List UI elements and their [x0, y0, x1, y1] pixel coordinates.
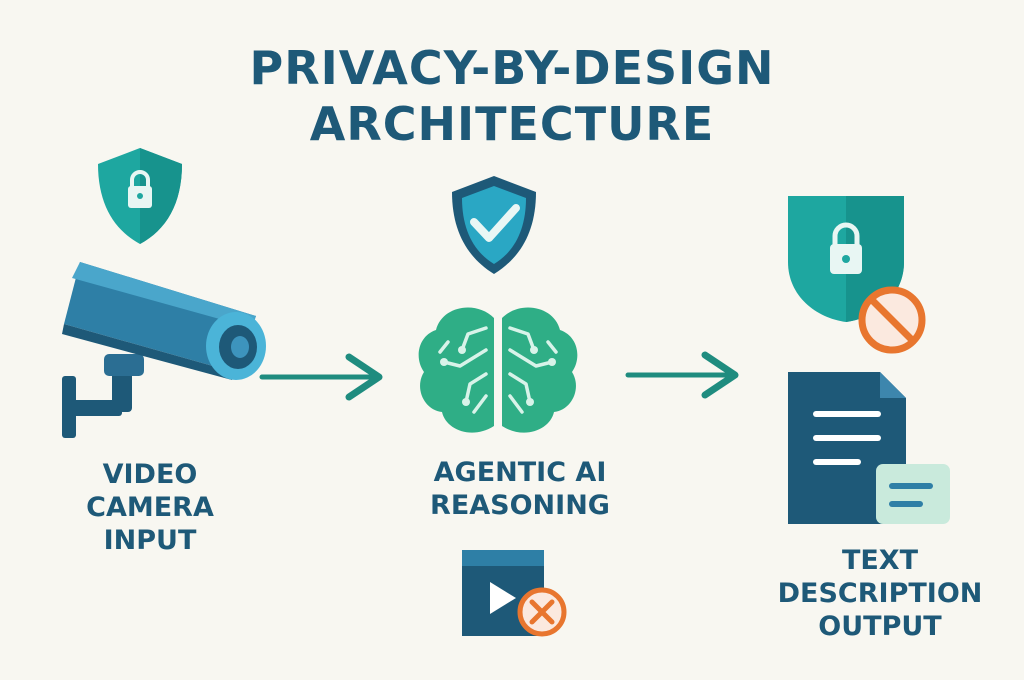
stage-label-line: VIDEO	[102, 459, 198, 490]
title-line-1: PRIVACY-BY-DESIGN	[249, 41, 775, 95]
stage-label-line: OUTPUT	[818, 611, 942, 642]
stage-label-line: REASONING	[430, 490, 610, 521]
stage-label-text-description-output: TEXT DESCRIPTION OUTPUT	[760, 544, 1000, 643]
shield-check-icon	[452, 176, 536, 274]
title-line-2: ARCHITECTURE	[309, 97, 715, 151]
security-camera-icon	[62, 262, 266, 438]
stage-label-video-camera-input: VIDEO CAMERA INPUT	[50, 458, 250, 557]
stage-label-line: INPUT	[103, 525, 197, 556]
stage-label-line: TEXT	[841, 545, 919, 576]
stage-label-line: CAMERA	[86, 492, 214, 523]
video-blocked-icon	[462, 550, 567, 637]
shield-lock-icon	[98, 148, 182, 244]
stage-label-line: AGENTIC AI	[433, 457, 607, 488]
brain-icon	[418, 307, 578, 433]
diagram-title: PRIVACY-BY-DESIGN ARCHITECTURE	[0, 40, 1024, 152]
shield-lock-blocked-icon	[788, 196, 926, 354]
document-icon	[788, 372, 950, 524]
stage-label-line: DESCRIPTION	[777, 578, 983, 609]
stage-label-agentic-ai-reasoning: AGENTIC AI REASONING	[370, 456, 670, 522]
